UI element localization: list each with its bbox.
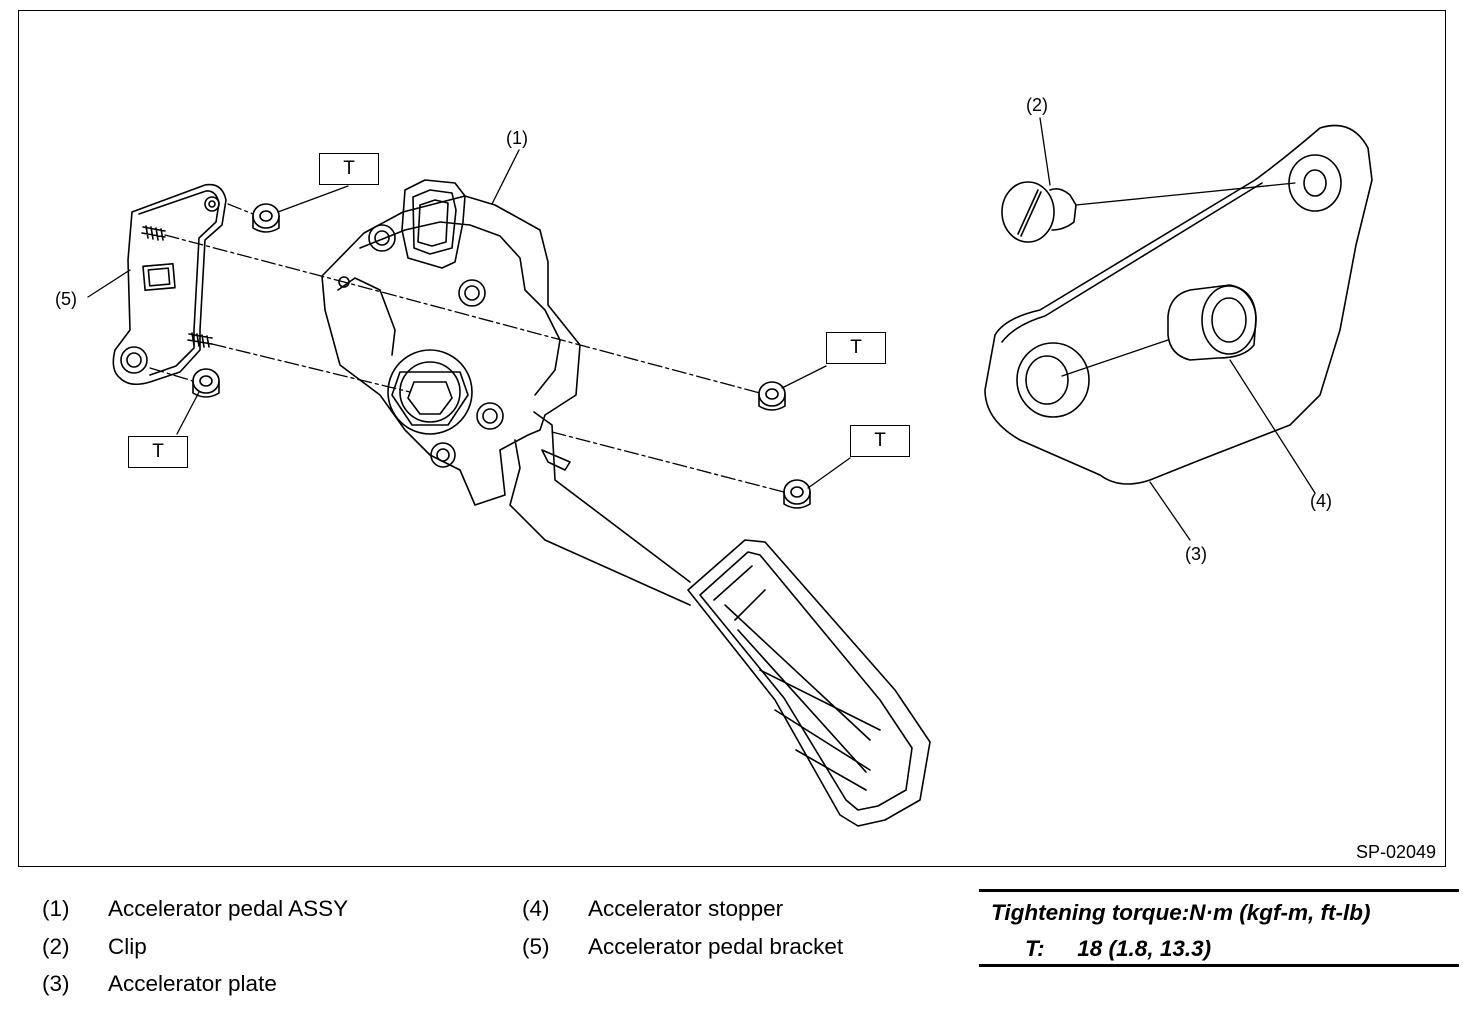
legend-column-left: (1) Accelerator pedal ASSY (2) Clip (3) … (42, 896, 348, 1009)
callout-3: (3) (1185, 544, 1207, 564)
legend-text: Accelerator pedal bracket (588, 933, 844, 959)
accelerator-pedal-assy (321, 179, 931, 827)
stopper-leader (1061, 339, 1169, 377)
legend-number: (1) (42, 896, 70, 921)
legend-item: (2) Clip (42, 934, 348, 972)
legend-item: (3) Accelerator plate (42, 971, 348, 1009)
figure-id: SP-02049 (1355, 842, 1436, 862)
legend-text: Clip (108, 933, 147, 959)
accelerator-plate (984, 124, 1373, 485)
legend-item: (4) Accelerator stopper (522, 896, 843, 934)
torque-spec-box: Tightening torque:N·m (kgf-m, ft-lb) T: … (979, 889, 1459, 967)
legend-item: (1) Accelerator pedal ASSY (42, 896, 348, 934)
torque-marker: T (850, 425, 910, 457)
legend-number: (2) (42, 933, 70, 959)
leader-lines (87, 117, 1316, 541)
torque-value-row: T: 18 (1.8, 13.3) (1025, 936, 1211, 962)
legend-column-right: (4) Accelerator stopper (5) Accelerator … (522, 896, 843, 971)
legend-text: Accelerator pedal ASSY (108, 896, 349, 921)
callout-4: (4) (1310, 491, 1332, 511)
callout-5: (5) (55, 289, 77, 309)
clip-leader (1075, 182, 1296, 206)
torque-symbol: T: (1025, 936, 1045, 961)
torque-title: Tightening torque:N·m (kgf-m, ft-lb) (991, 900, 1371, 925)
legend-item: (5) Accelerator pedal bracket (522, 934, 843, 972)
callout-2: (2) (1026, 95, 1048, 115)
accelerator-pedal-bracket (112, 183, 227, 386)
flange-nut (758, 381, 786, 411)
torque-marker: T (128, 436, 188, 468)
flange-nut (252, 203, 280, 233)
legend-text: Accelerator stopper (588, 896, 784, 921)
accelerator-stopper (1167, 284, 1257, 361)
legend-text: Accelerator plate (108, 971, 277, 996)
exploded-diagram (87, 117, 1373, 827)
torque-value: 18 (1.8, 13.3) (1077, 936, 1212, 961)
assembly-lines (149, 203, 785, 493)
flange-nut (783, 479, 811, 509)
legend-number: (3) (42, 971, 70, 996)
flange-nut (192, 368, 220, 398)
legend-number: (5) (522, 933, 550, 959)
legend-number: (4) (522, 896, 550, 921)
clip (1001, 181, 1077, 243)
torque-marker: T (826, 332, 886, 364)
figure-frame (18, 10, 1446, 867)
callout-1: (1) (506, 128, 528, 148)
torque-marker: T (319, 153, 379, 185)
